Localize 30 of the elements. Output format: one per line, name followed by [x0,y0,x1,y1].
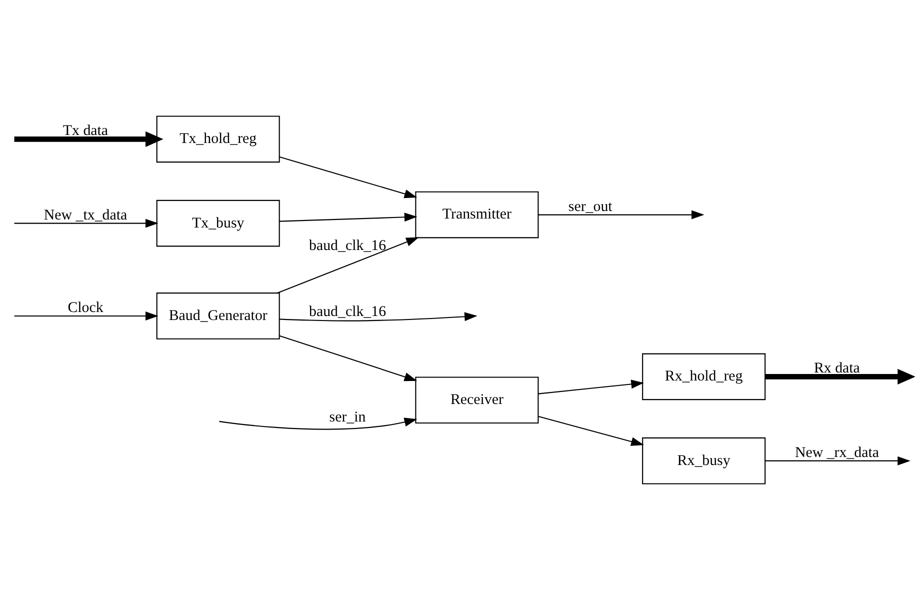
node-box: Tx_hold_reg [156,115,280,162]
node-box: Tx_busy [156,199,280,246]
arrow [14,130,164,146]
arrow [538,379,644,394]
edge-label: Clock [68,299,104,316]
arrow [538,210,704,219]
arrow [219,417,418,430]
arrow [14,218,158,228]
arrow [14,311,158,320]
edge-label: Tx data [62,122,108,139]
arrow [538,415,644,446]
arrow [279,156,418,198]
node-box: Rx_hold_reg [642,352,766,400]
arrow [765,456,910,465]
node-box: Receiver [415,376,539,424]
edge-label: ser_in [329,409,366,426]
arrow [279,334,418,381]
edge-label: baud_clk_16 [309,304,386,320]
edge-label: New _rx_data [794,444,879,460]
edge-label: baud_clk_16 [309,238,386,254]
node-box: Transmitter [415,190,539,238]
edge-label: New _tx_data [44,206,128,223]
arrow [765,368,915,384]
arrow [279,212,418,222]
node-box: Rx_busy [642,436,766,484]
node-box: Baud_Generator [156,292,280,339]
edge-label: ser_out [568,198,612,214]
arrow [277,236,419,294]
arrow [279,312,478,321]
edge-label: Rx data [814,360,860,376]
